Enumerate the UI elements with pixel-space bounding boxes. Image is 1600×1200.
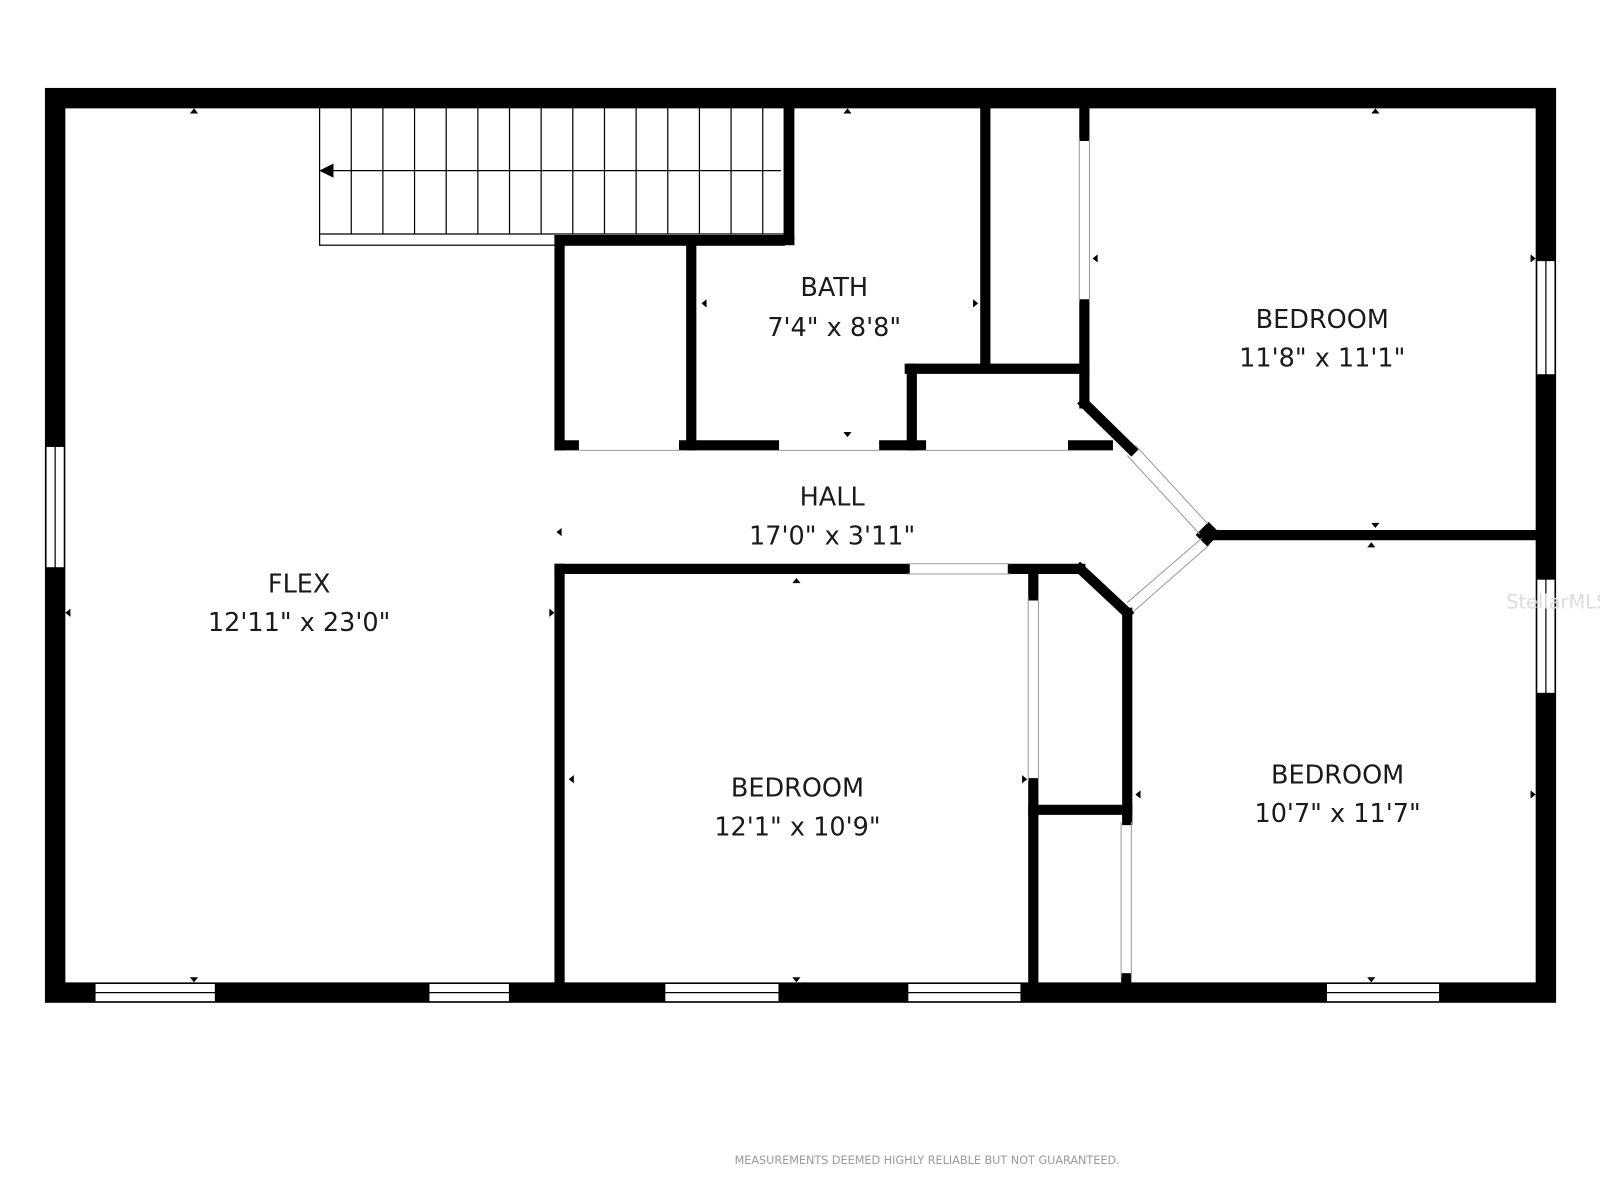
dimension-markers — [65, 108, 1536, 983]
room-dimensions: 7'4" x 8'8" — [767, 313, 901, 343]
room-dimensions: 12'1" x 10'9" — [714, 812, 880, 842]
room-dimensions: 10'7" x 11'7" — [1254, 799, 1420, 829]
room-dimensions: 17'0" x 3'11" — [749, 521, 915, 551]
room-name: FLEX — [268, 569, 331, 599]
room-dimensions: 11'8" x 11'1" — [1239, 344, 1405, 374]
room-name: BEDROOM — [1256, 305, 1389, 335]
room-name: BATH — [800, 273, 868, 303]
windows — [45, 259, 1556, 1003]
room-name: HALL — [800, 483, 866, 513]
disclaimer: MEASUREMENTS DEEMED HIGHLY RELIABLE BUT … — [735, 1154, 1120, 1167]
staircase — [318, 105, 785, 246]
room-name: BEDROOM — [1271, 760, 1404, 790]
room-bath: BATH 7'4" x 8'8" — [767, 273, 901, 343]
room-bedroom-3: BEDROOM 10'7" x 11'7" — [1254, 760, 1420, 829]
interior-walls — [554, 101, 1543, 989]
room-bedroom-2: BEDROOM 12'1" x 10'9" — [714, 774, 880, 843]
room-flex: FLEX 12'11" x 23'0" — [208, 569, 390, 638]
room-name: BEDROOM — [731, 774, 864, 804]
door-openings — [576, 137, 1211, 978]
room-bedroom-1: BEDROOM 11'8" x 11'1" — [1239, 305, 1405, 374]
room-hall: HALL 17'0" x 3'11" — [749, 483, 915, 552]
watermark: StellarMLS — [1506, 591, 1600, 614]
room-dimensions: 12'11" x 23'0" — [208, 608, 390, 638]
